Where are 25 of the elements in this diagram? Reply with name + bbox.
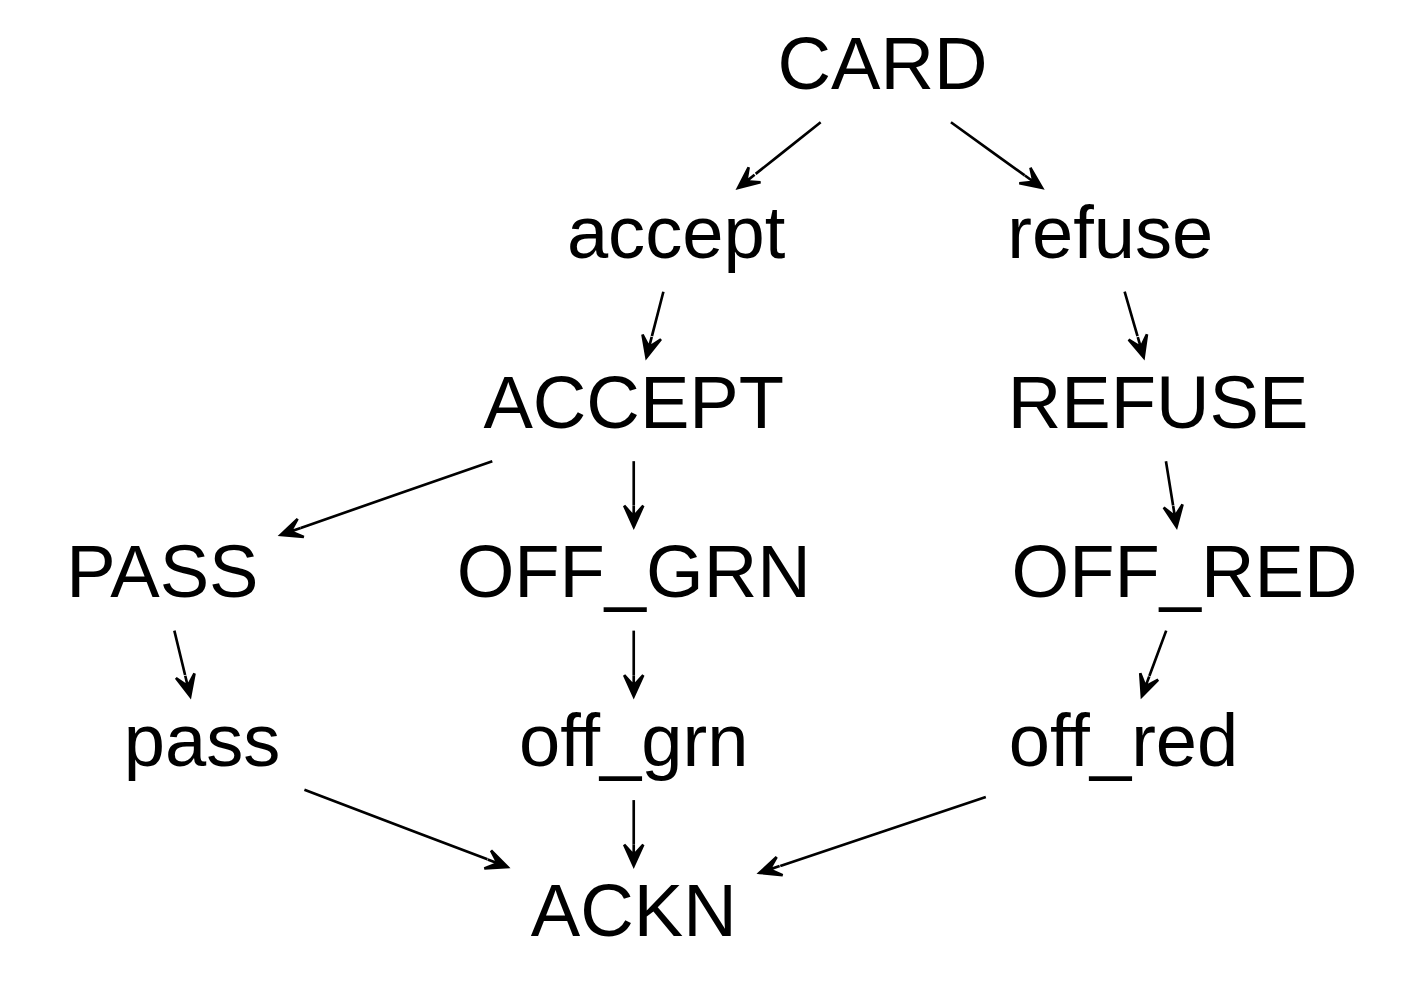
arrow xyxy=(622,461,645,529)
node-text: refuse xyxy=(1007,191,1214,275)
node-text: REFUSE xyxy=(1007,360,1309,444)
node-text: pass xyxy=(123,699,281,783)
arrow xyxy=(1162,460,1184,529)
node-text: OFF_GRN xyxy=(456,530,811,613)
node-text: off_red xyxy=(1008,699,1239,783)
node-text: accept xyxy=(566,191,786,275)
arrow xyxy=(736,121,822,190)
arrow xyxy=(303,788,509,870)
arrow xyxy=(641,291,665,359)
arrow xyxy=(758,795,987,877)
node-text: ACKN xyxy=(530,868,737,952)
arrow xyxy=(622,800,645,868)
arrow xyxy=(1138,630,1168,698)
arrow xyxy=(622,630,645,698)
node-text: PASS xyxy=(66,530,259,613)
node-text: CARD xyxy=(777,21,988,105)
arrow xyxy=(950,121,1044,190)
node-text: OFF_RED xyxy=(1011,530,1358,613)
arrow xyxy=(173,630,196,698)
arrow xyxy=(279,459,493,539)
arrow xyxy=(1123,291,1149,359)
node-text: ACCEPT xyxy=(483,360,785,444)
node-text: off_grn xyxy=(519,699,749,783)
